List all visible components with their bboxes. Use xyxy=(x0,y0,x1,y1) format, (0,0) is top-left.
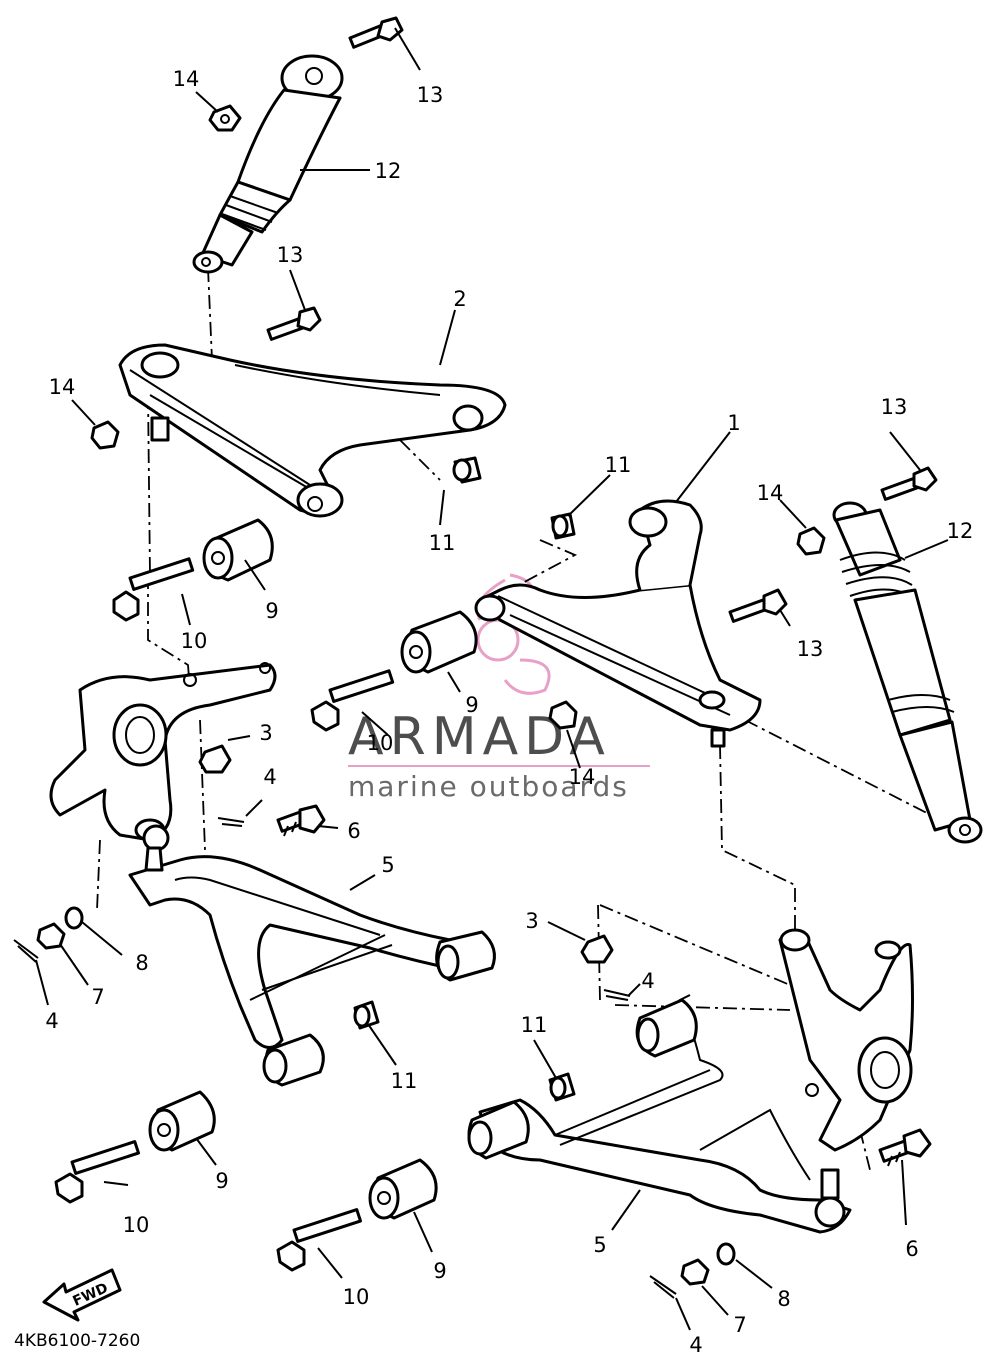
callout-8: 8 xyxy=(135,951,148,975)
callout-4: 4 xyxy=(45,1009,58,1033)
callout-13: 13 xyxy=(881,395,908,419)
callout-5: 5 xyxy=(381,853,394,877)
shock-absorber-right xyxy=(832,501,983,844)
bolt-10-lower-left xyxy=(54,1140,140,1204)
bolt-13-top xyxy=(348,16,404,49)
bolt-13-right-top xyxy=(880,466,938,501)
callout-10: 10 xyxy=(343,1285,370,1309)
callout-9: 9 xyxy=(433,1259,446,1283)
callout-6: 6 xyxy=(347,819,360,843)
upper-arm-right xyxy=(474,499,762,748)
cotter-pin-4-right xyxy=(603,989,631,1001)
bolt-6-left xyxy=(276,804,326,837)
callout-13: 13 xyxy=(277,243,304,267)
callout-3: 3 xyxy=(259,721,272,745)
callout-14: 14 xyxy=(569,765,596,789)
lower-arm-left xyxy=(128,824,496,1087)
knuckle-left xyxy=(49,662,277,842)
part-code: 4KB6100-7260 xyxy=(14,1331,140,1351)
lower-arm-right xyxy=(467,994,852,1234)
callout-10: 10 xyxy=(367,731,394,755)
collar-11-lower-right xyxy=(548,1072,576,1102)
nut-7-right xyxy=(680,1258,710,1286)
callout-numbers: 14 13 12 13 2 14 11 9 10 3 4 6 5 8 7 4 1… xyxy=(45,67,973,1357)
upper-arm-left xyxy=(118,343,507,518)
callout-10: 10 xyxy=(181,629,208,653)
nut-7-left xyxy=(36,922,66,950)
callout-4: 4 xyxy=(689,1333,702,1357)
callout-11: 11 xyxy=(429,531,456,555)
callout-6: 6 xyxy=(905,1237,918,1261)
callout-11: 11 xyxy=(521,1013,548,1037)
callout-12: 12 xyxy=(947,519,974,543)
bushing-9-lower-left xyxy=(148,1090,216,1152)
nut-14-right-top xyxy=(796,526,826,556)
callout-7: 7 xyxy=(91,985,104,1009)
knuckle-right xyxy=(778,928,914,1152)
callout-14: 14 xyxy=(757,481,784,505)
bushing-9-upper-right xyxy=(400,610,478,674)
callout-9: 9 xyxy=(265,599,278,623)
collar-11-lower-left xyxy=(353,1000,380,1030)
callout-10: 10 xyxy=(123,1213,150,1237)
nut-14-right-lower xyxy=(548,700,578,730)
cotter-pin-4-lower-right xyxy=(649,1275,677,1299)
forward-arrow-icon: FWD xyxy=(42,1268,122,1322)
bolt-6-right xyxy=(878,1128,932,1167)
callout-9: 9 xyxy=(465,693,478,717)
callout-5: 5 xyxy=(593,1233,606,1257)
callout-13: 13 xyxy=(417,83,444,107)
callout-11: 11 xyxy=(605,453,632,477)
shock-absorber-left xyxy=(192,54,344,274)
collar-11-upper-right xyxy=(550,512,576,540)
bushing-9-lower-right xyxy=(368,1158,438,1220)
watermark-tagline: marine outboards xyxy=(348,770,629,803)
nut-14-left xyxy=(90,420,120,450)
cotter-pin-4-lower-left xyxy=(13,939,39,963)
callout-14: 14 xyxy=(49,375,76,399)
bolt-10-upper-right xyxy=(310,669,395,732)
callout-4: 4 xyxy=(641,969,654,993)
nut-3-left xyxy=(198,744,232,774)
callout-1: 1 xyxy=(727,411,740,435)
bolt-10-upper-left xyxy=(112,557,195,622)
callout-2: 2 xyxy=(453,287,466,311)
bolt-13-right-mid xyxy=(728,588,788,623)
callout-14: 14 xyxy=(173,67,200,91)
bolt-13-upper-left xyxy=(266,306,322,341)
callout-11: 11 xyxy=(391,1069,418,1093)
collar-11-upper-left xyxy=(452,456,482,484)
nut-3-right xyxy=(580,934,614,964)
cotter-pin-4-left xyxy=(217,817,245,827)
callout-7: 7 xyxy=(733,1313,746,1337)
bolt-10-lower-right xyxy=(276,1208,362,1272)
washer-8-left xyxy=(64,906,84,930)
callout-13: 13 xyxy=(797,637,824,661)
bushing-9-upper-left xyxy=(202,518,274,582)
callout-3: 3 xyxy=(525,909,538,933)
callout-9: 9 xyxy=(215,1169,228,1193)
callout-8: 8 xyxy=(777,1287,790,1311)
leader-lines xyxy=(35,27,949,1331)
callout-4: 4 xyxy=(263,765,276,789)
callout-12: 12 xyxy=(375,159,402,183)
washer-8-right xyxy=(716,1242,736,1266)
